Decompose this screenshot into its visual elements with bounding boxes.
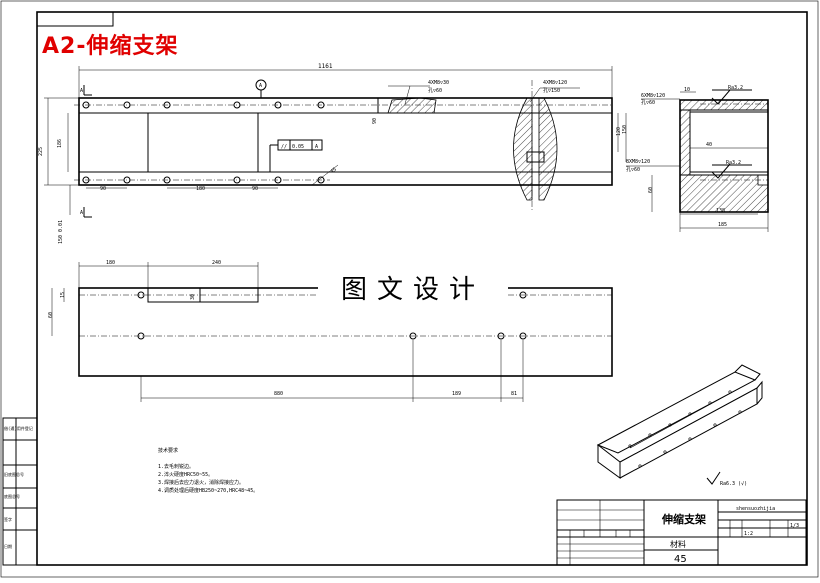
section-mark-bottom: A [80, 210, 83, 216]
left-strip: 借(通)用件登记 旧底图总号 底图总号 签字 日期 [2, 417, 38, 566]
strip-label-4: 日期 [4, 543, 12, 549]
callout-right-sub: 孔▽150 [543, 87, 560, 94]
part-name: 伸缩支架 [661, 512, 706, 526]
tol-value: 0.05 [292, 144, 304, 150]
dim-150: 150 0.01 [58, 220, 64, 244]
side-dim-40: 40 [706, 142, 712, 148]
notes-heading: 技术要求 [158, 447, 178, 454]
partial-section-right [513, 97, 533, 201]
material-label: 材料 [670, 539, 686, 549]
ra-top: Ra3.2 [728, 85, 743, 91]
side-callout-top: 6XM8▽120 [641, 93, 665, 99]
pinyin: shensuozhijia [736, 506, 775, 512]
dim-overall: 1161 [318, 63, 333, 70]
strip-label-3: 签字 [4, 516, 12, 522]
watermark: 图文设计 [318, 270, 508, 310]
side-dim-60: 60 [648, 187, 654, 193]
surface-note: Ra6.3 (√) [706, 471, 747, 487]
title-tab [36, 11, 114, 27]
surface-note-text: Ra6.3 (√) [720, 481, 747, 487]
dim-180: 180 [196, 186, 205, 192]
isometric-view [596, 364, 763, 479]
dim-90-a: 90 [100, 186, 106, 192]
side-callout-top-sub: 孔▽60 [641, 99, 655, 106]
drawing-title: A2-伸缩支架 [42, 34, 179, 59]
scale: 1:2 [744, 531, 753, 537]
bottom-hole-row [82, 176, 325, 184]
side-profile [679, 99, 769, 213]
top-hole-row [82, 101, 325, 109]
note-2: 2.淬火硬度HRC50~55。 [158, 471, 213, 478]
note-4: 4.调质处理后硬度HB250~270,HRC48~45。 [158, 487, 258, 494]
side-dim-138: 138 [716, 208, 725, 214]
beam-outline [78, 97, 613, 186]
watermark-text: 图文设计 [340, 275, 485, 305]
svg-text://: // [281, 144, 287, 150]
note-1: 1.去毛刺锐边。 [158, 463, 194, 470]
plate-dim-240: 240 [212, 260, 221, 266]
side-callout-bottom: 8XM8▽120 [626, 159, 650, 165]
section-mark-top: A [80, 88, 83, 94]
datum-label: A [259, 83, 262, 89]
dim-90-web: 90 [372, 118, 378, 124]
side-dim-10: 10 [684, 87, 690, 93]
plate-dim-880: 880 [274, 391, 283, 397]
plate-dim-189: 189 [452, 391, 461, 397]
dim-225: 225 [38, 147, 44, 156]
strip-label-1: 旧底图总号 [4, 471, 24, 477]
sheet-number: 1/3 [790, 523, 799, 529]
side-callout-bottom-sub: 孔▽60 [626, 166, 640, 173]
dim-186: 186 [57, 139, 63, 148]
top-view: 1161 4XM8▽30 孔▽60 4XM8▽120 孔▽150 A A A 9… [38, 63, 628, 244]
plate-dim-15: 15 [60, 292, 66, 298]
tol-datum: A [315, 144, 318, 150]
dim-150-r: 150 [622, 125, 628, 134]
quantity: 45 [674, 554, 687, 565]
dim-120: 120 [616, 127, 622, 136]
side-dim-185: 185 [718, 222, 727, 228]
side-view: 6XM8▽120 孔▽60 8XM8▽120 孔▽60 10 Ra3.2 40 … [626, 85, 769, 232]
title-block: 伸缩支架 材料 45 shensuozhijia 1:2 1/3 [556, 499, 807, 566]
inner-frame [36, 11, 808, 566]
callout-right: 4XM8▽120 [543, 80, 567, 86]
plate-dim-30: 30 [190, 294, 196, 300]
strip-label-2: 底图总号 [4, 493, 20, 499]
callout-left-sub: 孔▽60 [428, 87, 442, 94]
strip-label-0: 借(通)用件登记 [4, 425, 33, 431]
callout-left: 4XM8▽30 [428, 80, 449, 86]
dim-90-b: 90 [252, 186, 258, 192]
partial-section-left [387, 97, 437, 114]
plate-dim-81: 81 [511, 391, 517, 397]
note-3: 3.焊接后去应力退火，消除焊接应力。 [158, 479, 244, 486]
plate-dim-60: 60 [48, 312, 54, 318]
tech-notes: 技术要求 1.去毛刺锐边。 2.淬火硬度HRC50~55。 3.焊接后去应力退火… [158, 447, 258, 494]
dim-45: 45 [329, 167, 337, 175]
plate-dim-180: 180 [106, 260, 115, 266]
plate-holes [137, 291, 527, 340]
tolerance-frame [277, 139, 323, 151]
ra-mid: Ra3.2 [726, 160, 741, 166]
